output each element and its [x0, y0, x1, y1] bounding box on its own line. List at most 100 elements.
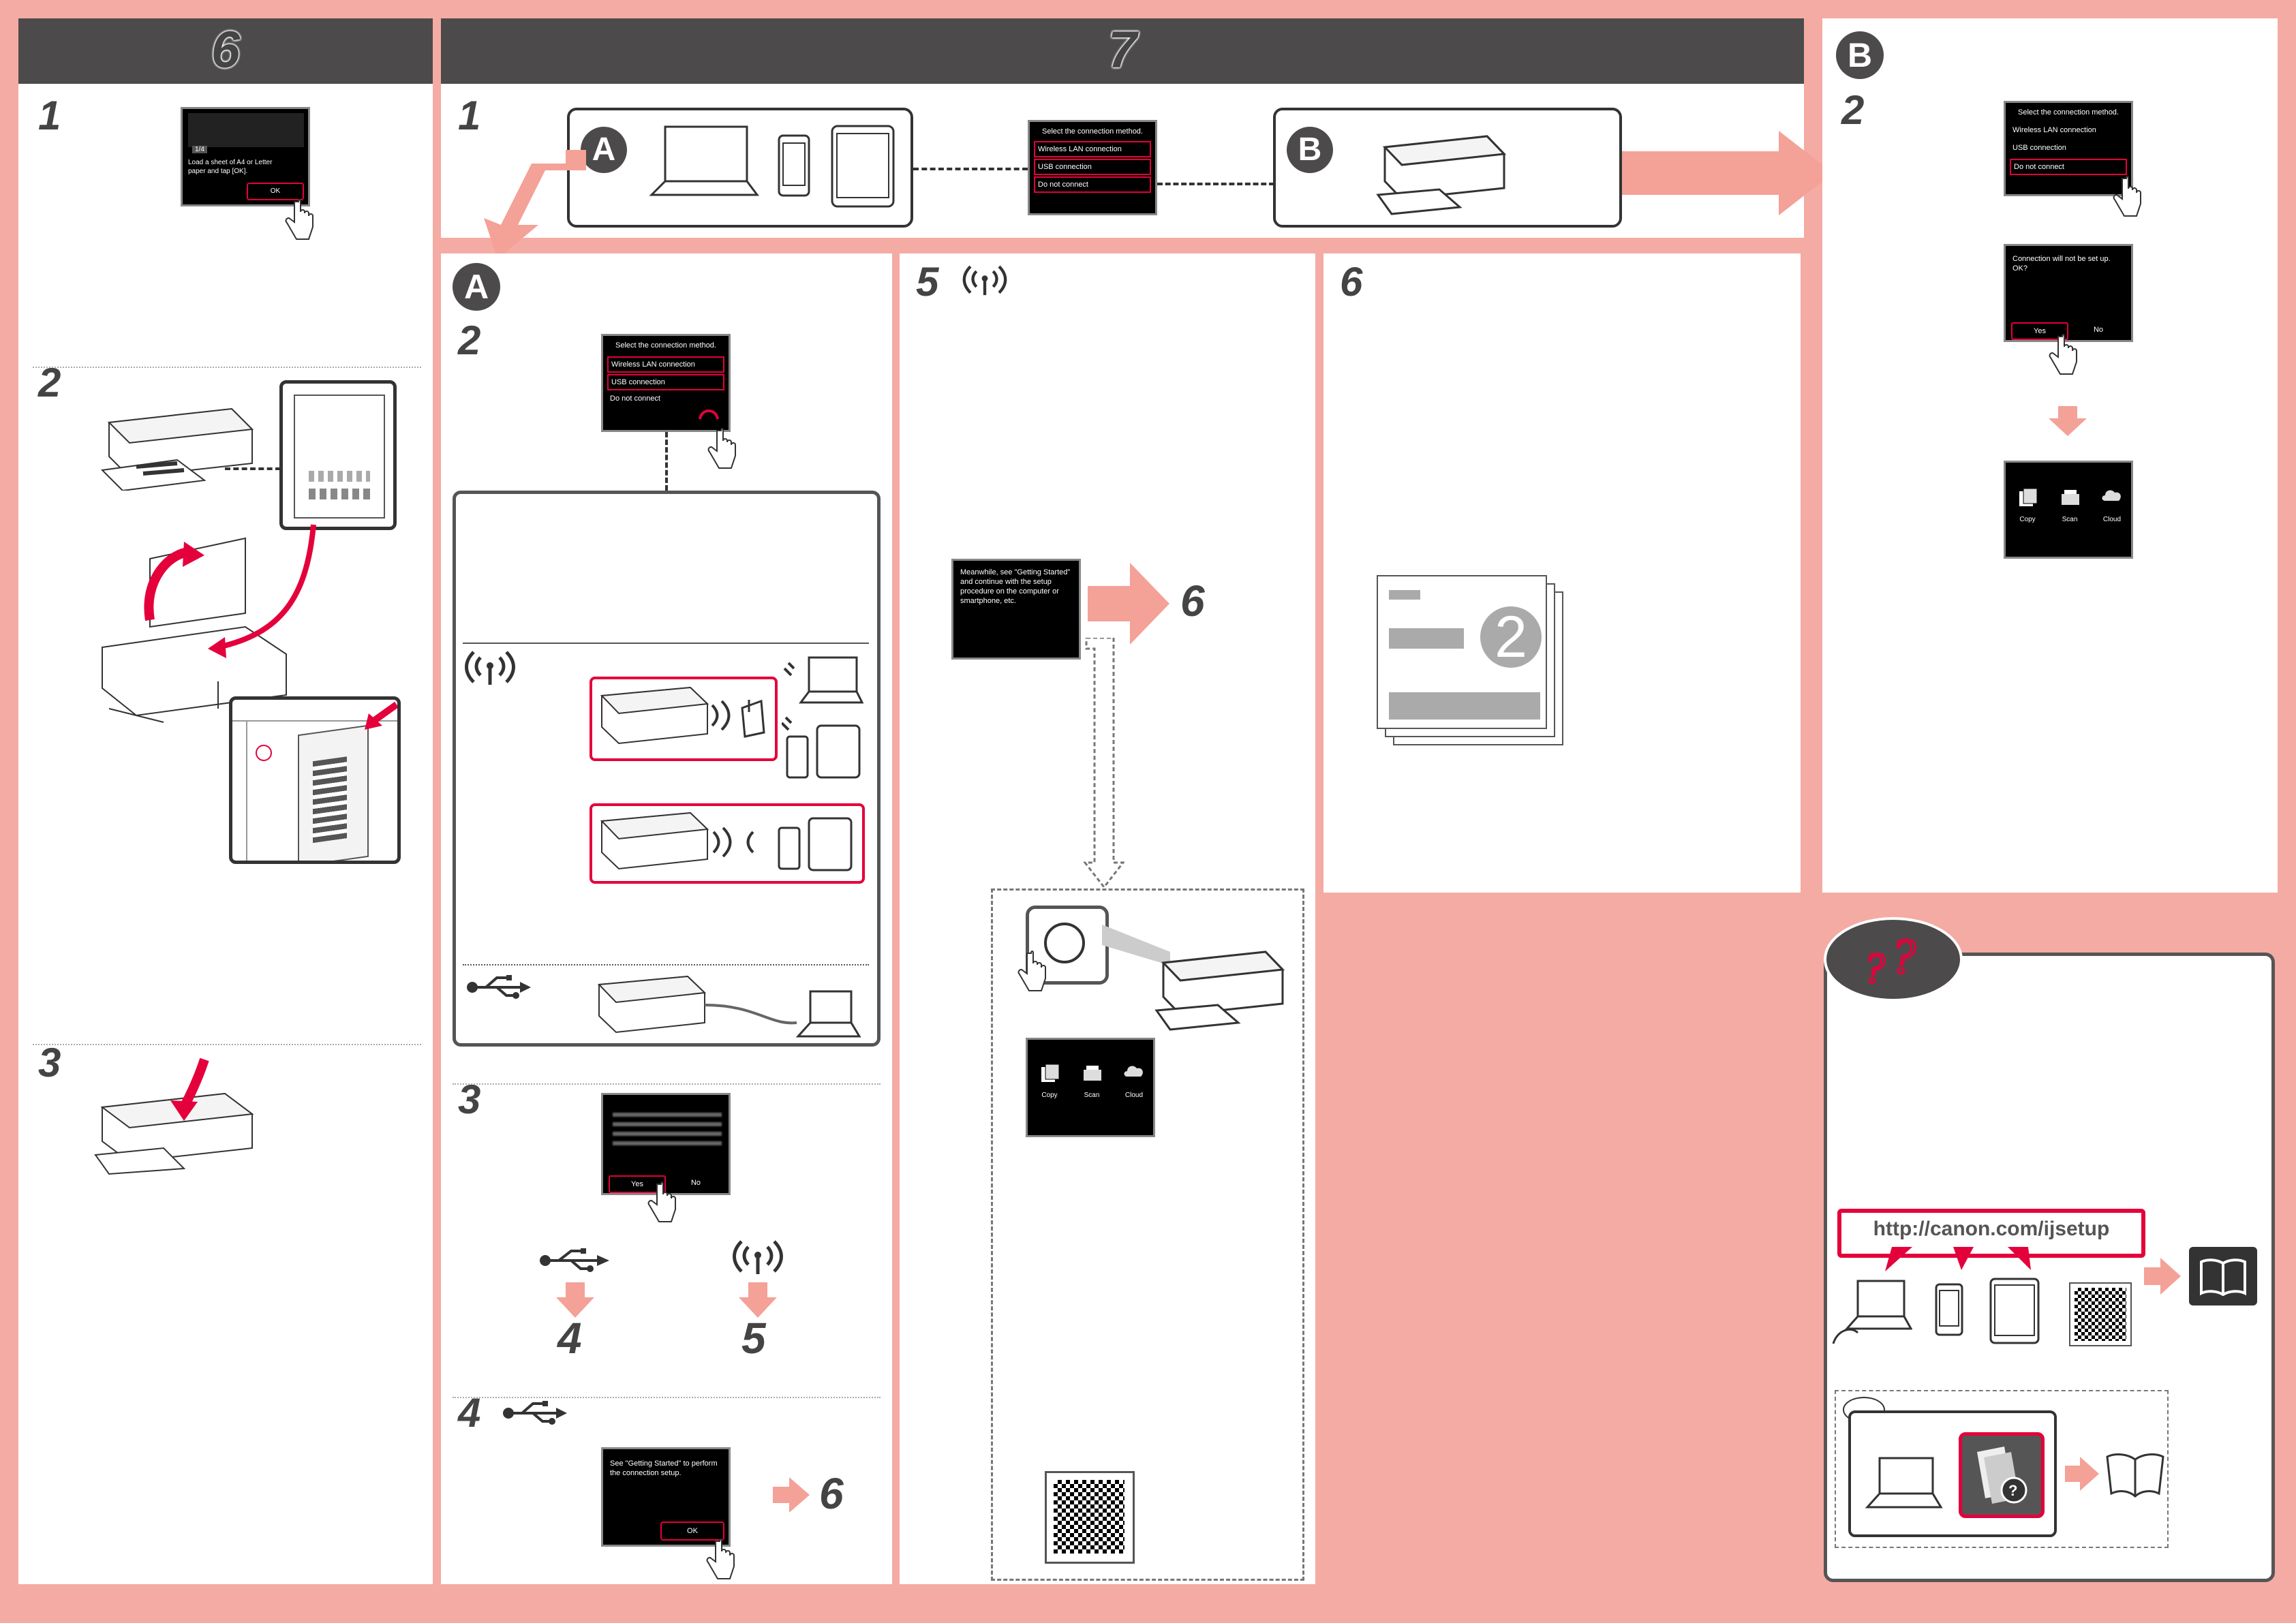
question-document-icon: ? [1977, 1447, 2027, 1504]
close-cover-illustration [94, 1057, 254, 1175]
corner-mark-icon [256, 745, 272, 761]
option-a-badge: A [453, 263, 500, 311]
laptop-icon [649, 125, 759, 196]
svg-text:?: ? [1863, 944, 1885, 991]
mobile-devices-icon [778, 817, 853, 871]
option-b-badge: B [1836, 31, 1884, 79]
qr-pattern [2075, 1288, 2126, 1341]
book-icon [2200, 1258, 2246, 1296]
tap-hand-icon [2049, 334, 2077, 375]
getting-started-message: See "Getting Started" to perform the con… [610, 1459, 718, 1477]
printer-icon [1376, 135, 1507, 215]
connection-method-screen: Select the connection method. Wireless L… [2004, 101, 2133, 196]
mobile-devices-icon [782, 716, 861, 779]
question-marks-icon: ?? [1863, 929, 1917, 991]
do-not-connect-option[interactable]: Do not connect [610, 395, 660, 403]
do-not-connect-option[interactable]: Do not connect [1034, 176, 1151, 193]
no-button[interactable]: No [2093, 326, 2104, 334]
confirm-buttons: Yes No [2006, 320, 2131, 340]
no-button[interactable]: No [690, 1179, 701, 1187]
alignment-pattern [309, 471, 370, 482]
option-b-printer-box: B [1273, 108, 1622, 228]
connection-types-box [453, 491, 881, 1047]
laptop-icon [1865, 1457, 1943, 1509]
arrow-to-b-icon [1622, 131, 1833, 215]
step-2-label: 2 [1841, 87, 1865, 133]
tap-hand-icon [285, 199, 313, 240]
tap-hand-icon [706, 1539, 735, 1579]
printout-on-glass [298, 724, 369, 861]
home-screen: Copy Scan Cloud [2004, 461, 2133, 559]
callout-tails [1885, 1247, 2031, 1271]
qr-pattern [1054, 1480, 1124, 1554]
do-not-connect-option[interactable]: Do not connect [2010, 159, 2127, 175]
step-2-label: 2 [458, 318, 481, 363]
right-arrow-icon [2065, 1457, 2099, 1491]
usb-icon [467, 975, 531, 999]
help-badge: ?? [1824, 917, 1963, 1002]
right-arrow-icon [773, 1477, 810, 1513]
connection-method-title: Select the connection method. [2018, 108, 2119, 117]
qr-code [2069, 1282, 2132, 1346]
load-paper-screen: 1/4 Load a sheet of A4 or Letter paper a… [181, 107, 310, 206]
step-6-label: 6 [1340, 259, 1363, 305]
zoom-beam [1102, 925, 1170, 965]
ok-button[interactable]: OK [660, 1521, 724, 1541]
setup-url[interactable]: http://canon.com/ijsetup [1837, 1209, 2145, 1258]
no-connection-confirm-screen: Connection will not be set up. OK? Yes N… [2004, 244, 2133, 342]
down-arrow-icon [739, 1282, 777, 1318]
tap-hand-icon [707, 428, 736, 469]
printer-photo [188, 113, 304, 147]
screen-page-indicator: 1/4 [192, 146, 207, 153]
copy-icon [1041, 1064, 1060, 1082]
wireless-lan-option[interactable]: Wireless LAN connection [2012, 126, 2096, 134]
wireless-icon [733, 1240, 783, 1274]
smartphone-icon [778, 134, 810, 197]
ok-button[interactable]: OK [247, 183, 304, 200]
arrow-icon [365, 701, 397, 730]
wireless-lan-option[interactable]: Wireless LAN connection [607, 356, 724, 373]
scan-icon [1084, 1066, 1101, 1081]
pc-help-box: ? [1835, 1390, 2169, 1548]
yes-button[interactable]: Yes [609, 1175, 666, 1193]
branch-usb-step: 4 [557, 1314, 582, 1363]
wireless-lan-option[interactable]: Wireless LAN connection [1034, 141, 1151, 157]
open-book-icon [2106, 1453, 2164, 1498]
svg-text:?: ? [2008, 1482, 2017, 1499]
router-network-box [590, 677, 778, 761]
wireless-icon [465, 651, 515, 685]
usb-connection-option[interactable]: USB connection [607, 374, 724, 390]
confirm-screen: Yes No [601, 1093, 731, 1195]
scan-label: Scan [1084, 1092, 1100, 1099]
laptop-icon [783, 656, 863, 704]
signal-icon [711, 700, 731, 731]
step-3-label: 3 [38, 1040, 61, 1085]
divider [33, 1044, 421, 1045]
cloud-icon [1124, 1066, 1143, 1077]
right-arrow-icon [1088, 563, 1169, 645]
blurred-message [613, 1109, 722, 1145]
step-5-label: 5 [916, 259, 939, 305]
step-6-panel [1323, 253, 1801, 893]
yes-button[interactable]: Yes [2011, 322, 2068, 340]
smartphone-icon [1935, 1283, 1963, 1336]
step-3-label: 3 [458, 1077, 481, 1122]
online-manual-icon[interactable] [2189, 1247, 2257, 1305]
no-connection-message: Connection will not be set up. OK? [2012, 255, 2111, 273]
printer-icon [1154, 950, 1285, 1031]
divider [453, 1083, 881, 1085]
usb-connection-option[interactable]: USB connection [1034, 159, 1151, 175]
right-arrow-icon [2144, 1258, 2181, 1295]
direct-wireless-box [590, 803, 865, 884]
scan-label: Scan [2062, 516, 2078, 523]
divider [453, 1397, 881, 1398]
cloud-icon [2102, 490, 2121, 501]
signal-icon [712, 826, 754, 858]
help-app-icon[interactable]: ? [1959, 1432, 2045, 1518]
usb-connection-option[interactable]: USB connection [2012, 144, 2066, 152]
divider [463, 643, 869, 644]
scanner-open-illustration [102, 537, 287, 723]
step-4-label: 4 [458, 1390, 481, 1436]
setup-url-text[interactable]: http://canon.com/ijsetup [1873, 1218, 2110, 1240]
usb-icon [503, 1401, 567, 1425]
